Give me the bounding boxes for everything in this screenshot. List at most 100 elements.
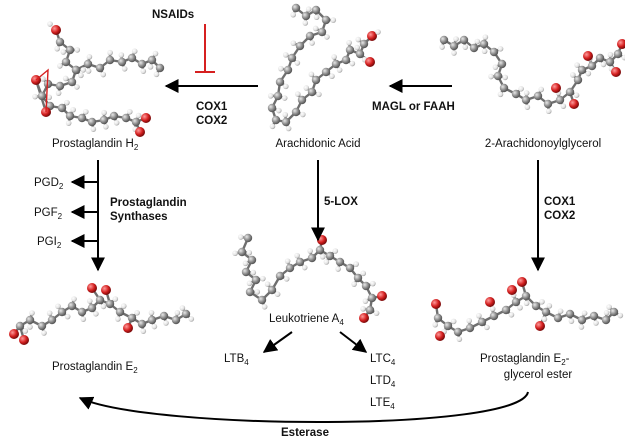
- oxygen-atom: [141, 113, 151, 123]
- hydrogen-atom: [41, 330, 47, 336]
- carbon-atom: [498, 60, 506, 68]
- hydrogen-atom: [189, 316, 195, 322]
- hydrogen-atom: [466, 318, 472, 324]
- arrow-to-ltc4: [340, 332, 366, 352]
- hydrogen-atom: [606, 304, 612, 310]
- oxygen-atom: [135, 127, 145, 137]
- hydrogen-atom: [574, 92, 580, 98]
- hydrogen-atom: [175, 310, 181, 316]
- hydrogen-atom: [91, 126, 97, 132]
- hydrogen-atom: [498, 92, 504, 98]
- oxygen-atom: [617, 39, 625, 49]
- hydrogen-atom: [134, 310, 140, 316]
- carbon-atom: [356, 50, 364, 58]
- carbon-atom: [460, 36, 468, 44]
- oxygen-atom: [517, 277, 527, 287]
- hydrogen-atom: [453, 36, 459, 42]
- carbon-atom: [480, 40, 488, 48]
- carbon-atom: [272, 116, 280, 124]
- carbon-atom: [602, 316, 610, 324]
- hydrogen-atom: [232, 250, 238, 256]
- hydrogen-atom: [569, 318, 575, 324]
- carbon-atom: [276, 78, 284, 86]
- carbon-atom: [78, 114, 86, 122]
- hydrogen-atom: [57, 63, 63, 69]
- hydrogen-atom: [66, 120, 72, 126]
- hydrogen-atom: [579, 324, 585, 330]
- hydrogen-atom: [333, 248, 339, 254]
- hydrogen-atom: [335, 266, 341, 272]
- hydrogen-atom: [285, 258, 291, 264]
- carbon-atom: [160, 312, 168, 320]
- carbon-atom: [326, 252, 334, 260]
- hydrogen-atom: [542, 316, 548, 322]
- hydrogen-atom: [314, 14, 320, 20]
- carbon-atom: [68, 302, 76, 310]
- carbon-atom: [578, 66, 586, 74]
- carbon-atom: [138, 320, 146, 328]
- hydrogen-atom: [488, 74, 494, 80]
- hydrogen-atom: [355, 37, 361, 43]
- carbon-atom: [296, 258, 304, 266]
- hydrogen-atom: [103, 124, 109, 130]
- carbon-atom: [596, 54, 604, 62]
- carbon-atom: [578, 316, 586, 324]
- carbon-atom: [172, 316, 180, 324]
- hydrogen-atom: [140, 68, 146, 74]
- carbon-atom: [444, 322, 452, 330]
- hydrogen-atom: [55, 303, 61, 309]
- oxygen-atom: [507, 285, 517, 295]
- hydrogen-atom: [268, 93, 274, 99]
- carbon-atom: [502, 306, 510, 314]
- hydrogen-atom: [350, 61, 356, 67]
- hydrogen-atom: [329, 73, 335, 79]
- carbon-atom: [566, 88, 574, 96]
- carbon-atom: [66, 46, 74, 54]
- carbon-atom: [110, 112, 118, 120]
- hydrogen-atom: [47, 21, 53, 27]
- hydrogen-atom: [127, 109, 133, 115]
- hydrogen-atom: [149, 310, 155, 316]
- hydrogen-atom: [547, 303, 553, 309]
- carbon-atom: [88, 118, 96, 126]
- carbon-atom: [148, 316, 156, 324]
- hydrogen-atom: [56, 90, 62, 96]
- carbon-atom: [342, 56, 350, 64]
- carbon-atom: [106, 300, 114, 308]
- hydrogen-atom: [140, 328, 146, 334]
- hydrogen-atom: [152, 324, 158, 330]
- hydrogen-atom: [163, 320, 169, 326]
- hydrogen-atom: [74, 84, 80, 90]
- hydrogen-atom: [265, 281, 271, 287]
- hydrogen-atom: [346, 40, 352, 46]
- carbon-atom: [56, 82, 64, 90]
- hydrogen-atom: [475, 39, 481, 45]
- carbon-atom: [490, 48, 498, 56]
- label-2-arachidonoylglycerol: 2-Arachidonoylglycerol: [485, 138, 601, 150]
- hydrogen-atom: [574, 62, 580, 68]
- carbon-atom: [292, 4, 300, 12]
- hydrogen-atom: [483, 34, 489, 40]
- carbon-atom: [316, 246, 324, 254]
- carbon-atom: [38, 322, 46, 330]
- label-esterase: Esterase: [281, 427, 329, 439]
- carbon-atom: [252, 276, 260, 284]
- hydrogen-atom: [275, 291, 281, 297]
- carbon-atom: [346, 264, 354, 272]
- carbon-atom: [566, 310, 574, 318]
- carbon-atom: [574, 76, 582, 84]
- hydrogen-atom: [101, 110, 107, 116]
- hydrogen-atom: [432, 322, 438, 328]
- hydrogen-atom: [593, 320, 599, 326]
- carbon-atom: [588, 62, 596, 70]
- carbon-atom: [288, 54, 296, 62]
- label-cox2-left: COX2: [196, 115, 227, 127]
- hydrogen-atom: [324, 34, 330, 40]
- hydrogen-atom: [331, 54, 337, 60]
- label-pg-synthases-1: Prostaglandin: [110, 197, 187, 209]
- carbon-atom: [72, 66, 80, 74]
- arrow-to-ltb4: [264, 332, 292, 352]
- oxygen-atom: [365, 57, 375, 67]
- hydrogen-atom: [238, 234, 244, 240]
